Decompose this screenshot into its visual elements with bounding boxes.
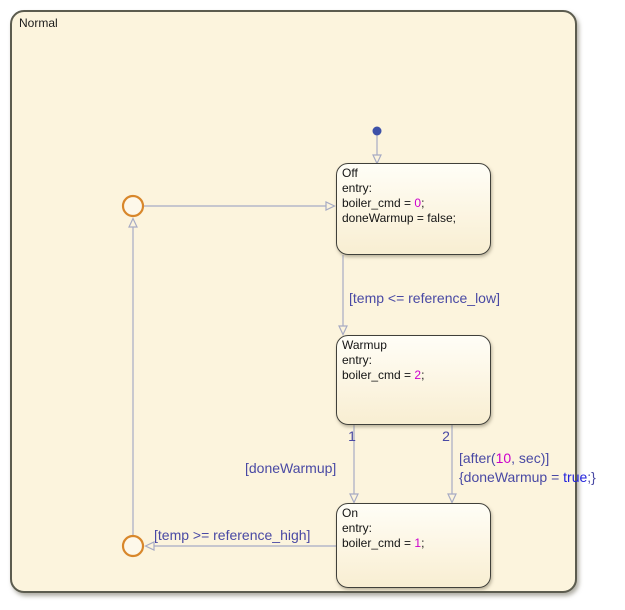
state-warmup[interactable]: Warmup entry: boiler_cmd = 2; [336, 335, 491, 425]
transition-junction-to-junction-arrowhead[interactable] [128, 217, 138, 228]
transition-after-action: {doneWarmup = true;} [459, 469, 596, 485]
transition-after-condition: [after(10, sec)] [459, 450, 550, 466]
default-transition-dot[interactable] [372, 126, 382, 136]
connective-junction-upper[interactable] [121, 194, 145, 218]
connective-junction-lower[interactable] [121, 534, 145, 558]
transition-junction-to-off-arrowhead[interactable] [325, 201, 336, 211]
state-warmup-entry: entry: [342, 353, 373, 367]
transition-off-to-warmup-arrowhead[interactable] [338, 325, 348, 336]
literal-value: 0 [414, 196, 422, 210]
state-off[interactable]: Off entry: boiler_cmd = 0; doneWarmup = … [336, 163, 491, 255]
transition-on-to-junction-arrowhead[interactable] [144, 541, 155, 551]
transition-label-on-to-junction[interactable]: [temp >= reference_high] [154, 527, 311, 543]
default-transition-arrowhead[interactable] [372, 154, 382, 165]
transition-warmup-to-on-after-arrowhead[interactable] [447, 493, 457, 504]
transition-label-after[interactable]: [after(10, sec)] {doneWarmup = true;} [459, 449, 596, 487]
state-on-entry: entry: [342, 521, 373, 535]
state-on-stmt1: boiler_cmd = 1; [342, 536, 425, 550]
transition-warmup-to-on-done-arrowhead[interactable] [349, 493, 359, 504]
literal-value: 2 [414, 368, 422, 382]
keyword-value: true [563, 469, 588, 485]
state-normal[interactable]: Normal [10, 10, 577, 593]
state-off-stmt2: doneWarmup = false; [342, 211, 456, 225]
state-warmup-stmt1: boiler_cmd = 2; [342, 368, 425, 382]
transition-label-off-to-warmup[interactable]: [temp <= reference_low] [349, 290, 500, 306]
transition-order-1: 1 [348, 428, 356, 444]
state-on[interactable]: On entry: boiler_cmd = 1; [336, 503, 491, 588]
state-on-title: On [342, 506, 359, 520]
state-off-stmt1: boiler_cmd = 0; [342, 196, 425, 210]
state-warmup-title: Warmup [342, 338, 387, 352]
state-off-entry: entry: [342, 181, 373, 195]
literal-value: 1 [414, 536, 422, 550]
transition-order-2: 2 [442, 428, 450, 444]
transition-label-done-warmup[interactable]: [doneWarmup] [245, 460, 337, 476]
literal-value: 10 [495, 450, 512, 466]
state-normal-title: Normal [19, 16, 58, 30]
state-off-title: Off [342, 166, 358, 180]
